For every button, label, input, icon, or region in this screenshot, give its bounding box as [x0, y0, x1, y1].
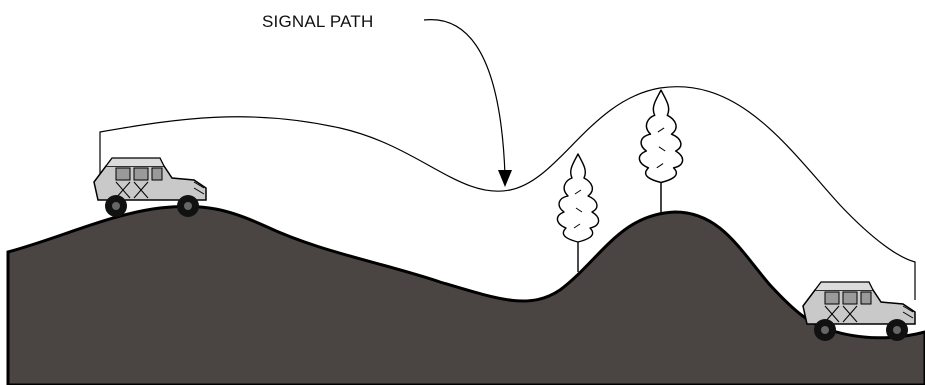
- tree-left: [556, 153, 600, 273]
- terrain: [6, 204, 925, 385]
- tree-right: [638, 89, 684, 215]
- signal-path-line: [99, 86, 916, 300]
- label-leader-line: [423, 18, 506, 176]
- right-vehicle-icon: [802, 281, 916, 342]
- arrowhead-icon: [498, 170, 512, 187]
- signal-path-label: SIGNAL PATH: [262, 12, 373, 31]
